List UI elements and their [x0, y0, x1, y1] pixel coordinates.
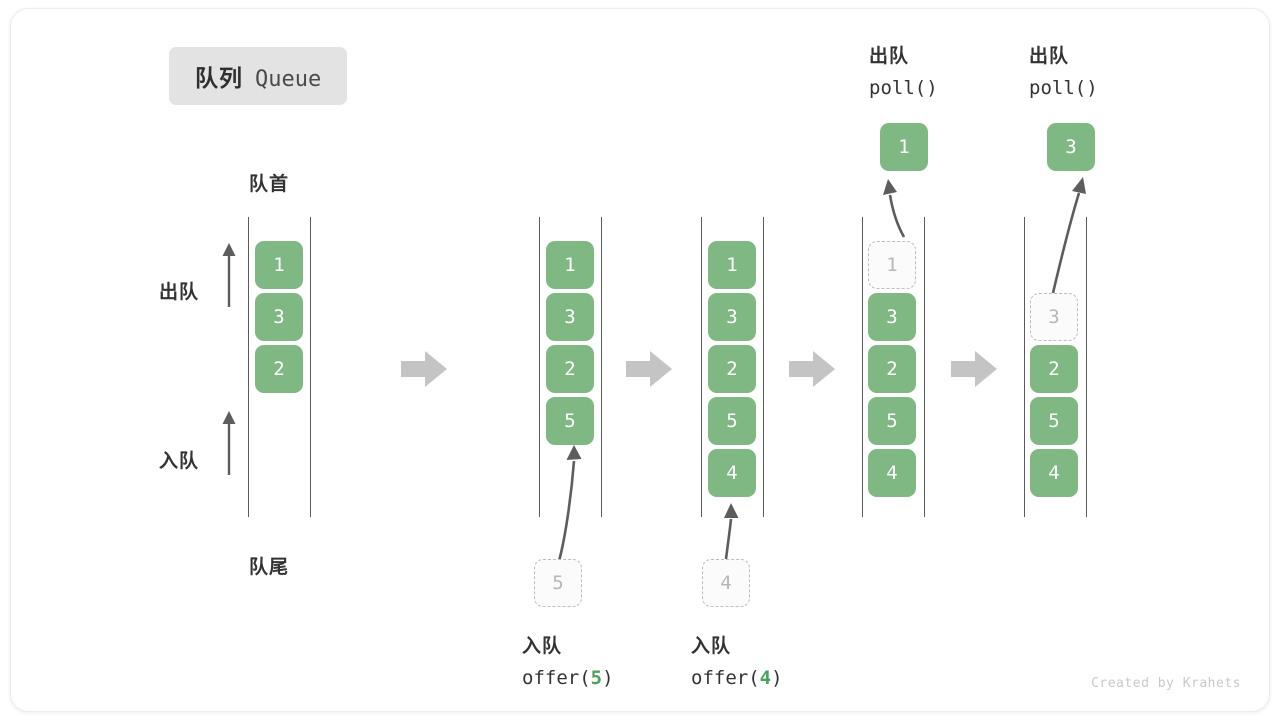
poll-2-label-cn: 出队	[1029, 46, 1070, 67]
col-4-cell-1: 3	[868, 293, 916, 341]
col-2-cell-3: 5	[546, 397, 594, 445]
col-5-rail-right	[1086, 217, 1088, 517]
col-2-cell-0: 1	[546, 241, 594, 289]
offer-5-label-cn: 入队	[522, 636, 563, 657]
col-4-cell-3: 5	[868, 397, 916, 445]
rear-label: 队尾	[249, 557, 290, 578]
poll-1-label-cn: 出队	[869, 46, 910, 67]
poll-2-arrow-icon	[1051, 177, 1086, 294]
col-4-cell-2: 2	[868, 345, 916, 393]
col-4-cell-4: 4	[868, 449, 916, 497]
offer-4-fn-text: offer(	[691, 667, 760, 689]
poll-1-label-fn: poll()	[869, 77, 938, 99]
dequeue-arrow-icon	[222, 243, 236, 307]
col-1-cell-0: 1	[255, 241, 303, 289]
col-4-rail-left	[862, 217, 864, 517]
col-1-cell-1: 3	[255, 293, 303, 341]
col-1-rail-left	[248, 217, 250, 517]
poll-2-result-cell: 3	[1047, 123, 1095, 171]
poll-1-result-cell: 1	[880, 123, 928, 171]
offer-5-arg: 5	[590, 667, 603, 689]
title-en: Queue	[255, 67, 322, 92]
poll-1-arrow-icon	[883, 179, 906, 238]
offer-5-arrow-icon	[557, 445, 582, 562]
col-1-rail-right	[310, 217, 312, 517]
col-3-rail-left	[701, 217, 703, 517]
col-2-rail-left	[539, 217, 541, 517]
offer-5-ghost-cell: 5	[534, 559, 582, 607]
col-5-cell-1: 3	[1030, 293, 1078, 341]
col-3-rail-right	[763, 217, 765, 517]
offer-5-label-fn: offer(5)	[522, 667, 614, 689]
col-2-cell-1: 3	[546, 293, 594, 341]
col-5-cell-4: 4	[1030, 449, 1078, 497]
col-3-cell-4: 4	[708, 449, 756, 497]
step-arrow-3-icon	[789, 351, 835, 387]
offer-5-close: )	[602, 667, 614, 689]
front-label: 队首	[249, 174, 290, 195]
enqueue-label: 入队	[159, 451, 200, 472]
step-arrow-2-icon	[626, 351, 672, 387]
diagram-card: 队列 Queue 队首 队尾 出队 入队 1 3 2 1 3 2 5 5 入队 …	[10, 8, 1270, 712]
col-5-cell-3: 5	[1030, 397, 1078, 445]
poll-2-label-fn: poll()	[1029, 77, 1098, 99]
offer-4-ghost-cell: 4	[702, 559, 750, 607]
col-4-rail-right	[924, 217, 926, 517]
col-3-cell-0: 1	[708, 241, 756, 289]
step-arrow-4-icon	[951, 351, 997, 387]
col-2-cell-2: 2	[546, 345, 594, 393]
col-2-rail-right	[601, 217, 603, 517]
offer-4-label-cn: 入队	[691, 636, 732, 657]
col-3-cell-2: 2	[708, 345, 756, 393]
offer-4-close: )	[771, 667, 783, 689]
col-5-cell-2: 2	[1030, 345, 1078, 393]
dequeue-label: 出队	[159, 282, 200, 303]
col-3-cell-3: 5	[708, 397, 756, 445]
offer-5-fn-text: offer(	[522, 667, 591, 689]
offer-4-arg: 4	[759, 667, 772, 689]
col-1-cell-2: 2	[255, 345, 303, 393]
title-cn: 队列	[195, 65, 243, 91]
title-badge: 队列 Queue	[169, 47, 348, 105]
step-arrow-1-icon	[401, 351, 447, 387]
col-5-rail-left	[1024, 217, 1026, 517]
offer-4-label-fn: offer(4)	[691, 667, 783, 689]
offer-4-arrow-icon	[724, 503, 739, 560]
credit-text: Created by Krahets	[1091, 676, 1241, 691]
col-3-cell-1: 3	[708, 293, 756, 341]
col-4-cell-0: 1	[868, 241, 916, 289]
enqueue-arrow-icon	[222, 411, 236, 475]
